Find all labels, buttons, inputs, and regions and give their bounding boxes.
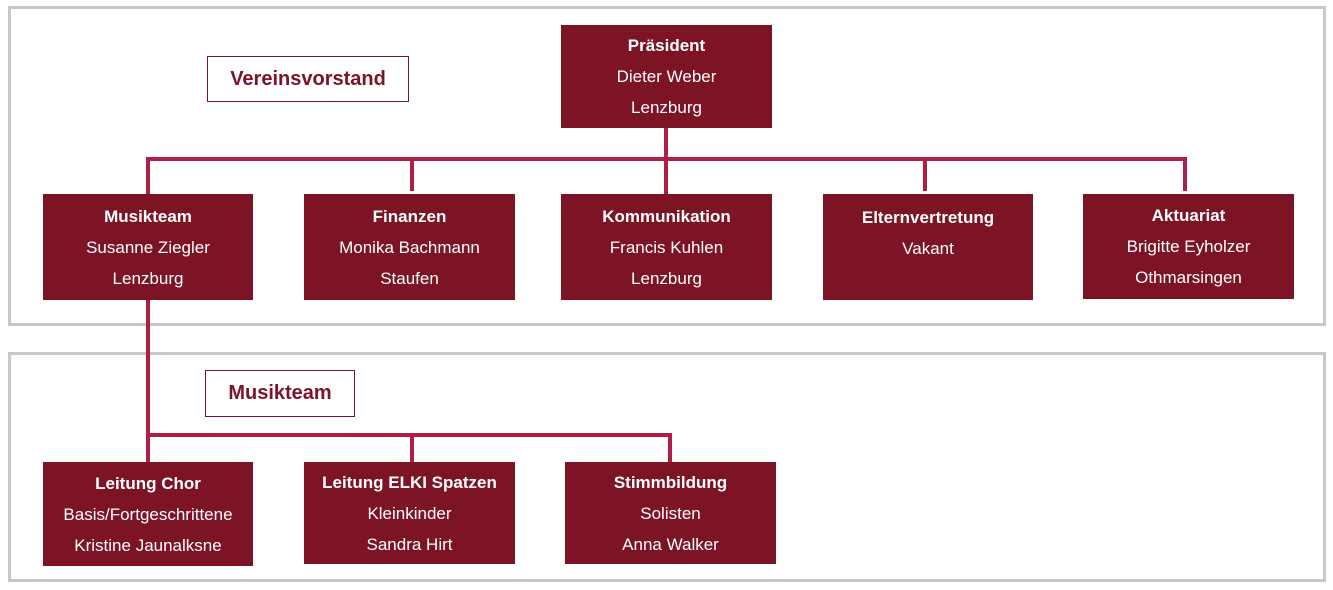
node-name: Susanne Ziegler (86, 237, 210, 257)
node-location: Othmarsingen (1135, 268, 1242, 287)
connector-musikteam-drop (146, 157, 150, 194)
node-name: Vakant (902, 239, 954, 258)
node-musikteam: Musikteam Susanne Ziegler Lenzburg (43, 194, 253, 300)
music-section-frame (8, 352, 1326, 582)
node-role: Leitung ELKI Spatzen (322, 472, 497, 492)
node-aktuariat: Aktuariat Brigitte Eyholzer Othmarsingen (1083, 194, 1294, 299)
node-stimmbildung: Stimmbildung Solisten Anna Walker (565, 462, 776, 564)
board-section-frame (8, 6, 1326, 326)
node-finanzen: Finanzen Monika Bachmann Staufen (304, 194, 515, 300)
section-label-musikteam: Musikteam (205, 370, 355, 417)
node-role: Aktuariat (1151, 206, 1226, 225)
node-name: Francis Kuhlen (609, 237, 724, 257)
node-name: Brigitte Eyholzer (1126, 237, 1251, 256)
node-name: Anna Walker (622, 534, 719, 554)
node-elternvertretung: Elternvertretung Vakant (823, 194, 1033, 300)
node-name: Dieter Weber (616, 67, 717, 86)
node-location: Staufen (380, 268, 439, 288)
node-kommunikation: Kommunikation Francis Kuhlen Lenzburg (561, 194, 772, 300)
node-role: Finanzen (372, 206, 447, 226)
node-role: Stimmbildung (613, 472, 728, 492)
connector-music-horizontal (146, 433, 672, 437)
node-leitung-chor: Leitung Chor Basis/Fortgeschrittene Kris… (43, 462, 253, 566)
node-name: Kristine Jaunalksne (74, 535, 222, 555)
connector-president-stem (664, 128, 668, 194)
connector-aktuariat-drop (1183, 157, 1187, 191)
node-role: Leitung Chor (95, 473, 201, 493)
node-role: Elternvertretung (861, 208, 995, 227)
node-detail: Basis/Fortgeschrittene (63, 504, 233, 524)
connector-elternvertretung-drop (923, 157, 927, 191)
node-location: Lenzburg (112, 268, 184, 288)
section-label-vereinsvorstand: Vereinsvorstand (207, 56, 409, 102)
node-location: Lenzburg (631, 268, 702, 288)
connector-board-horizontal (146, 157, 1187, 161)
connector-elki-drop (410, 435, 414, 462)
node-role: Kommunikation (602, 206, 731, 226)
node-detail: Solisten (640, 503, 701, 523)
node-leitung-elki-spatzen: Leitung ELKI Spatzen Kleinkinder Sandra … (304, 462, 515, 564)
node-name: Monika Bachmann (339, 237, 480, 257)
connector-musikteam-stem (146, 300, 150, 462)
node-location: Lenzburg (631, 98, 702, 117)
connector-finanzen-drop (410, 157, 414, 191)
node-role: Musikteam (104, 206, 192, 226)
node-role: Präsident (627, 36, 706, 55)
node-detail: Kleinkinder (367, 503, 452, 523)
node-president: Präsident Dieter Weber Lenzburg (561, 25, 772, 128)
node-name: Sandra Hirt (366, 534, 453, 554)
connector-stimmbildung-drop (668, 433, 672, 462)
